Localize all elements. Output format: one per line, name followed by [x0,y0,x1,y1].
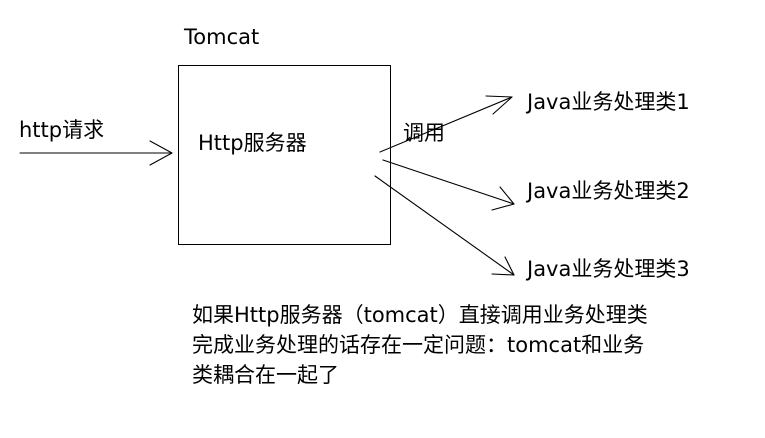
business-class-1: Java业务处理类1 [527,90,690,114]
coupling-note: 如果Http服务器（tomcat）直接调用业务处理类 完成业务处理的话存在一定问… [192,300,732,390]
business-class-2: Java业务处理类2 [527,179,690,203]
note-line-1: 如果Http服务器（tomcat）直接调用业务处理类 [192,303,648,327]
http-server-box [178,65,391,245]
request-arrow [19,140,173,166]
tomcat-title: Tomcat [184,25,260,49]
business-class-3: Java业务处理类3 [527,257,690,281]
invoke-arrow-3 [374,175,515,276]
http-request-label: http请求 [19,118,105,142]
invoke-arrow-1 [379,95,513,153]
http-server-label: Http服务器 [198,131,307,155]
invoke-label: 调用 [403,121,445,145]
note-line-3: 类耦合在一起了 [192,363,339,387]
note-line-2: 完成业务处理的话存在一定问题：tomcat和业务 [192,333,645,357]
invoke-arrow-2 [382,159,515,211]
